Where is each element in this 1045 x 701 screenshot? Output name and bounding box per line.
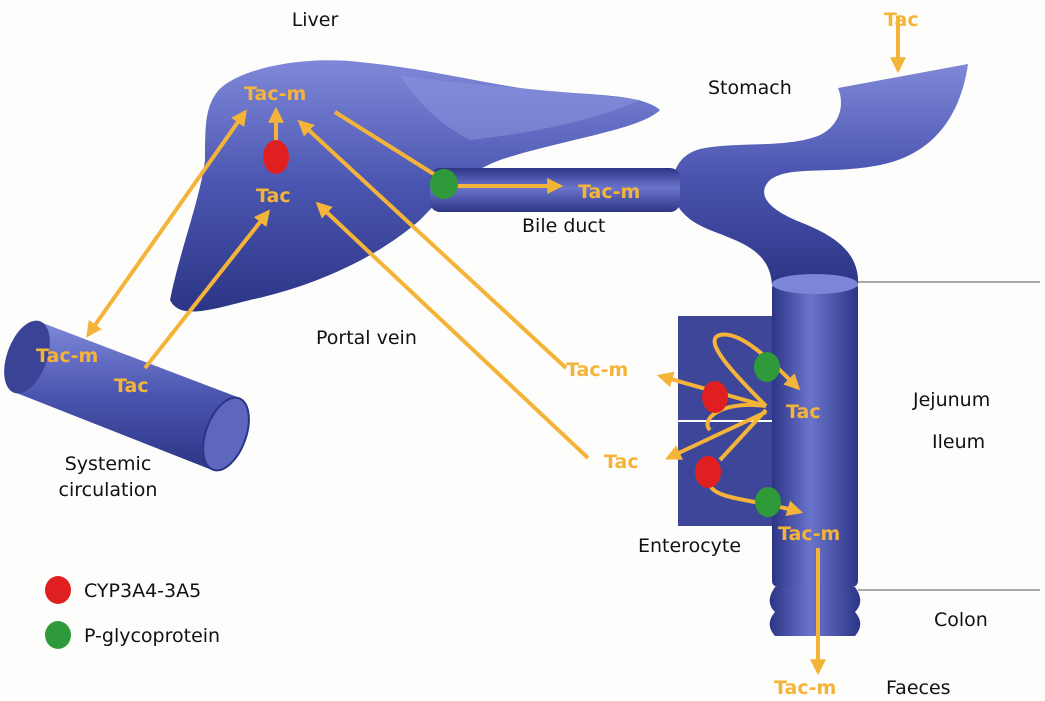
tac-label-lumen: Tac: [786, 401, 821, 423]
legend-cyp-label: CYP3A4-3A5: [84, 580, 201, 602]
label-faeces: Faeces: [886, 677, 951, 699]
tac-m-label-enterocyte: Tac-m: [566, 359, 628, 381]
tac-m-label-faeces: Tac-m: [774, 677, 836, 699]
tac-label-liver: Tac: [256, 185, 291, 207]
label-colon: Colon: [934, 609, 988, 631]
bile-duct-tube: [430, 168, 680, 212]
tac-m-label-lumen: Tac-m: [778, 523, 840, 545]
label-portal-vein: Portal vein: [316, 327, 417, 349]
tac-m-label-bile: Tac-m: [578, 181, 640, 203]
intestine-top: [772, 274, 858, 294]
label-systemic-1: Systemic: [65, 453, 152, 475]
legend-pgp-label: P-glycoprotein: [84, 625, 220, 647]
pgp-dot-bile: [430, 169, 458, 199]
label-bile-duct: Bile duct: [522, 215, 605, 237]
label-jejunum: Jejunum: [912, 389, 990, 411]
label-liver: Liver: [292, 9, 339, 31]
tac-label-systemic: Tac: [114, 375, 149, 397]
legend-pgp-swatch: [45, 621, 71, 649]
label-stomach: Stomach: [708, 77, 792, 99]
label-ileum: Ileum: [932, 431, 985, 453]
cyp-dot-enterocyte-lower: [695, 456, 721, 488]
cyp-dot-liver: [263, 140, 289, 174]
tac-m-label-systemic: Tac-m: [36, 345, 98, 367]
pgp-dot-upper: [754, 352, 780, 382]
tac-label-enterocyte: Tac: [604, 451, 639, 473]
cyp-dot-enterocyte-upper: [702, 381, 728, 413]
label-enterocyte: Enterocyte: [638, 535, 741, 557]
legend-cyp-swatch: [45, 576, 71, 604]
label-systemic-2: circulation: [59, 479, 158, 501]
pgp-dot-lower: [755, 487, 781, 517]
colon-segments: [770, 587, 861, 636]
legend: CYP3A4-3A5 P-glycoprotein: [45, 576, 220, 649]
tac-label-oral: Tac: [884, 9, 919, 31]
tac-m-label-liver: Tac-m: [244, 83, 306, 105]
